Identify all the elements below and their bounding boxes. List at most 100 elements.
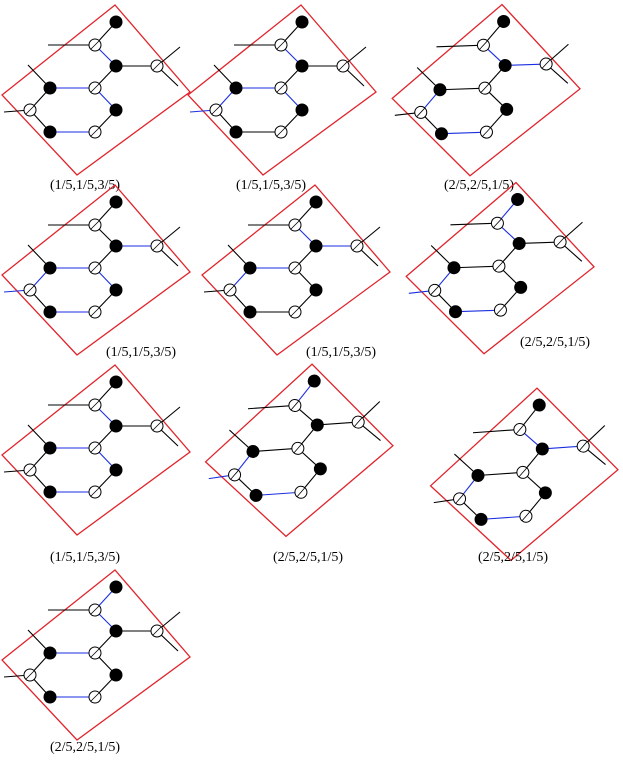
node-slash xyxy=(90,692,100,702)
caption-10: (2/5,2/5,1/5) xyxy=(50,740,120,755)
node-slash xyxy=(90,443,100,453)
filled-node xyxy=(109,103,123,117)
filled-node xyxy=(500,102,514,116)
bond-line xyxy=(477,471,523,477)
filled-node xyxy=(109,59,123,73)
node-slash xyxy=(290,263,300,273)
node-slash xyxy=(354,417,363,427)
filled-node xyxy=(309,283,323,297)
stub-line xyxy=(472,428,520,434)
filled-node xyxy=(535,442,549,456)
filled-node xyxy=(109,419,123,433)
filled-node xyxy=(109,283,123,297)
node-slash xyxy=(90,220,100,230)
filled-node xyxy=(471,468,485,482)
node-slash xyxy=(479,40,488,50)
node-slash xyxy=(290,307,300,317)
molecule-graph-2 xyxy=(187,4,377,176)
filled-node xyxy=(229,125,243,139)
diagram-panel-2 xyxy=(186,0,394,190)
frame-rectangle xyxy=(405,181,595,355)
bond-line xyxy=(317,421,359,426)
filled-node xyxy=(295,103,309,117)
bond-line xyxy=(481,515,526,520)
bond-line xyxy=(441,131,487,135)
molecule-graph-7 xyxy=(1,364,191,536)
node-slash xyxy=(90,648,100,658)
filled-node xyxy=(497,14,511,28)
molecule-graph-4 xyxy=(1,184,191,356)
filled-node xyxy=(309,195,323,209)
filled-node xyxy=(109,668,123,682)
caption-8: (2/5,2/5,1/5) xyxy=(273,550,343,565)
node-slash xyxy=(480,83,490,93)
filled-node xyxy=(532,398,546,412)
caption-9: (2/5,2/5,1/5) xyxy=(478,550,548,565)
diagram-panel-6 xyxy=(404,178,612,368)
node-slash xyxy=(338,61,348,71)
node-slash xyxy=(541,59,551,69)
diagram-panel-4 xyxy=(0,180,208,370)
filled-node xyxy=(43,261,57,275)
bond-line xyxy=(542,445,584,450)
node-slash xyxy=(90,307,100,317)
filled-node xyxy=(512,236,526,250)
filled-node xyxy=(43,305,57,319)
caption-7: (1/5,1/5,3/5) xyxy=(50,550,120,565)
frame-rectangle xyxy=(391,3,581,177)
filled-node xyxy=(229,81,243,95)
filled-node xyxy=(109,239,123,253)
node-slash xyxy=(90,605,100,615)
filled-node xyxy=(109,15,123,29)
bond-line xyxy=(519,241,561,245)
node-slash xyxy=(416,108,425,117)
node-slash xyxy=(579,441,588,451)
node-slash xyxy=(493,218,502,228)
node-slash xyxy=(25,670,35,680)
node-slash xyxy=(90,127,100,137)
node-slash xyxy=(90,263,100,273)
node-slash xyxy=(555,237,565,247)
frame-rectangle xyxy=(187,4,377,176)
filled-node xyxy=(474,512,488,526)
caption-6: (2/5,2/5,1/5) xyxy=(520,335,590,350)
filled-node xyxy=(109,463,123,477)
filled-node xyxy=(43,485,57,499)
node-slash xyxy=(25,285,35,295)
frame-rectangle xyxy=(1,184,191,356)
molecule-graph-5 xyxy=(201,184,391,356)
diagram-panel-9 xyxy=(428,384,623,574)
filled-node xyxy=(43,646,57,660)
filled-node xyxy=(43,690,57,704)
frame-rectangle xyxy=(201,184,391,356)
filled-node xyxy=(43,81,57,95)
frame-rectangle xyxy=(204,363,394,538)
filled-node xyxy=(43,441,57,455)
filled-node xyxy=(313,462,327,476)
node-slash xyxy=(296,487,305,497)
frame-rectangle xyxy=(429,387,619,562)
filled-node xyxy=(246,444,260,458)
filled-node xyxy=(310,418,324,432)
node-slash xyxy=(230,470,239,480)
node-slash xyxy=(90,40,100,50)
filled-node xyxy=(447,261,461,275)
node-slash xyxy=(90,400,100,410)
node-slash xyxy=(293,443,302,453)
frame-rectangle xyxy=(1,4,191,176)
node-slash xyxy=(152,61,162,71)
frame-rectangle xyxy=(1,364,191,536)
filled-node xyxy=(511,192,525,206)
node-slash xyxy=(515,424,524,434)
caption-4: (1/5,1/5,3/5) xyxy=(106,345,176,360)
filled-node xyxy=(295,15,309,29)
filled-node xyxy=(307,374,321,388)
node-slash xyxy=(152,241,162,251)
filled-node xyxy=(498,58,512,72)
filled-node xyxy=(448,305,462,319)
caption-3: (2/5,2/5,1/5) xyxy=(444,178,514,193)
stub-line xyxy=(247,404,295,410)
diagram-panel-10 xyxy=(0,565,208,755)
molecule-graph-3 xyxy=(391,3,581,177)
